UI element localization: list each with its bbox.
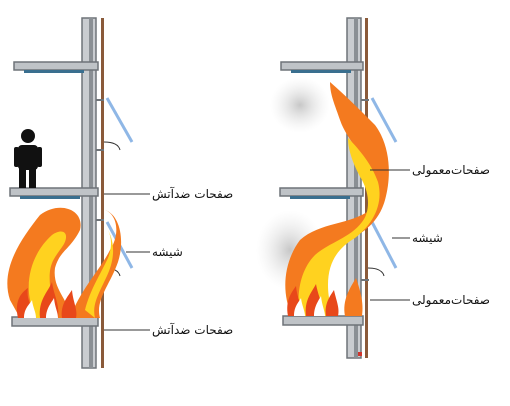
left-spandrel-strip xyxy=(101,18,104,368)
right-base-marker xyxy=(358,352,362,356)
right-glass-pane-upper xyxy=(370,97,398,143)
fire-icon xyxy=(7,207,122,318)
left-glass-pane-upper xyxy=(105,97,134,143)
label-ordinary-upper: صفحات‌معمولی xyxy=(412,163,490,177)
left-slab-bottom xyxy=(11,316,99,327)
person-icon xyxy=(14,129,42,188)
label-fireproof-lower: صفحات ضدآتش xyxy=(152,323,234,337)
right-slab-top xyxy=(280,61,364,73)
label-ordinary-lower: صفحات‌معمولی xyxy=(412,293,490,307)
left-slab-top xyxy=(13,61,99,73)
right-smoke-upper xyxy=(270,77,330,133)
label-glass-right: شیشه xyxy=(412,231,443,245)
right-glass-pane-lower xyxy=(370,221,398,269)
label-glass-left: شیشه xyxy=(152,245,183,259)
label-fireproof-upper: صفحات ضدآتش xyxy=(152,187,234,201)
fire-icon xyxy=(285,82,389,316)
right-slab-bottom xyxy=(282,315,364,326)
right-slab-middle xyxy=(279,187,364,199)
left-slab-middle xyxy=(9,187,99,199)
right-facade xyxy=(256,17,410,359)
left-facade xyxy=(7,17,150,369)
